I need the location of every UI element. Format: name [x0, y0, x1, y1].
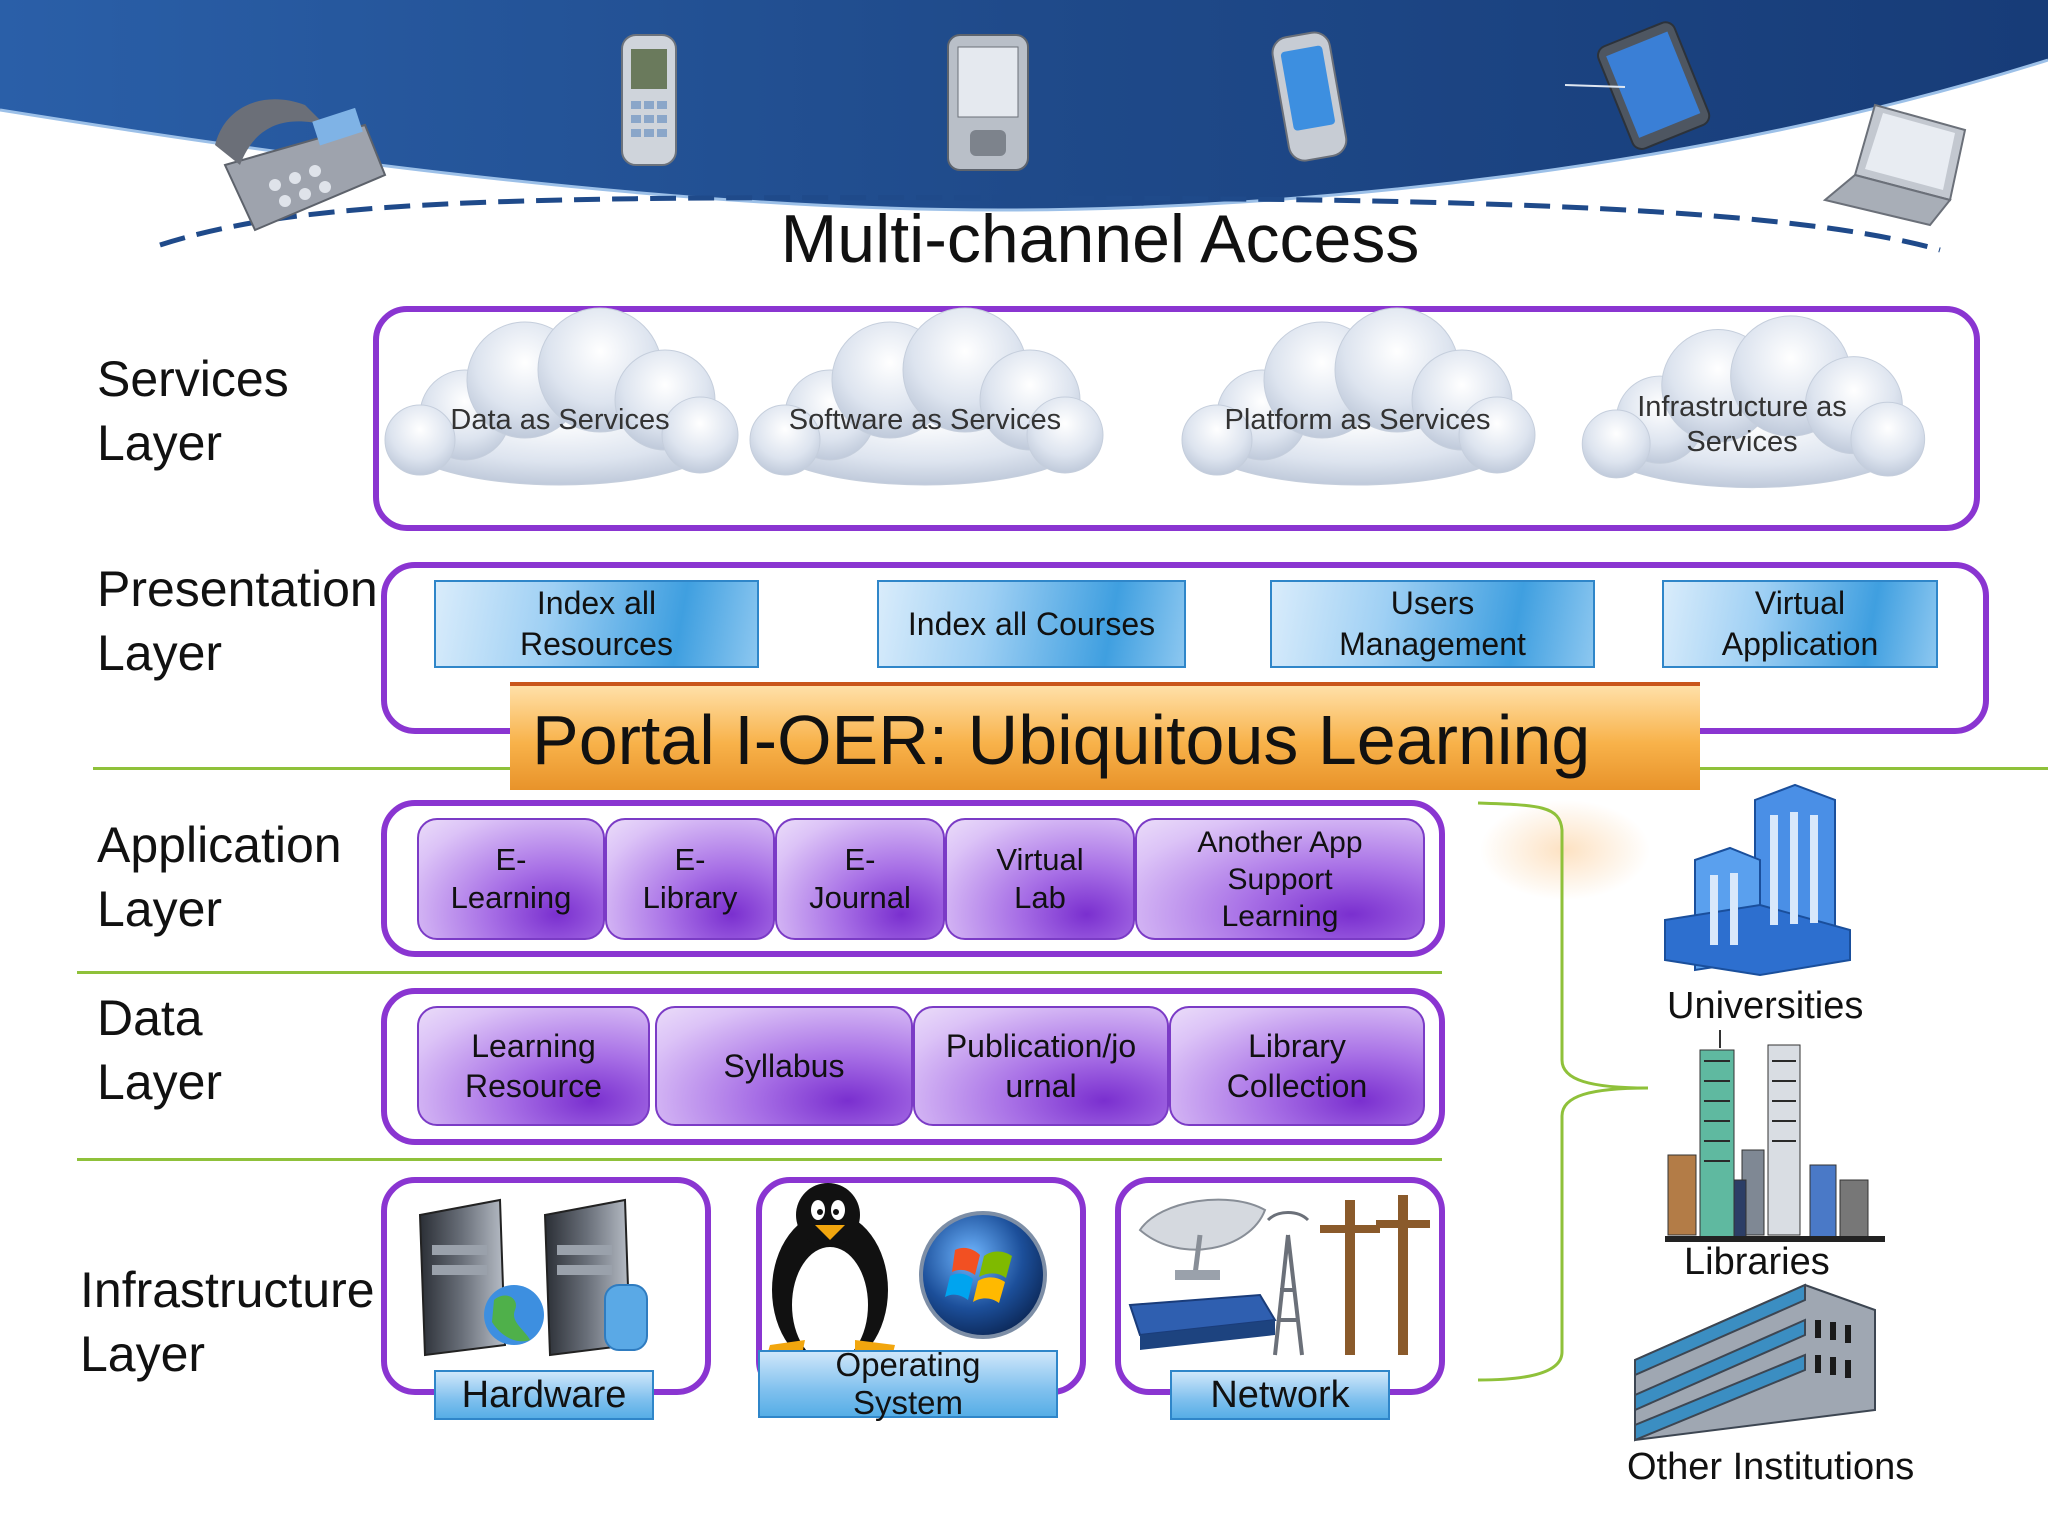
another-app-box: Another App Support Learning — [1135, 818, 1425, 940]
network-label: Network — [1170, 1370, 1390, 1420]
presentation-layer-label: Presentation Layer — [97, 561, 378, 681]
mobile-phone-icon — [621, 34, 677, 166]
service-infrastructure: Infrastructure as Services — [1637, 391, 1847, 458]
virtual-application-box: Virtual Application — [1662, 580, 1938, 668]
data-layer-label: Data Layer — [97, 990, 223, 1110]
virtual-lab-box: Virtual Lab — [945, 818, 1135, 940]
data-layer-frame — [381, 988, 1445, 1145]
laptop-icon — [1822, 103, 1967, 227]
other-institutions-label: Other Institutions — [1627, 1446, 1915, 1488]
index-all-courses-box: Index all Courses — [877, 580, 1186, 668]
application-layer-frame — [381, 800, 1445, 957]
separator-line — [77, 971, 1442, 974]
desk-phone-icon — [215, 99, 387, 232]
library-collection-box: Library Collection — [1169, 1006, 1425, 1126]
hardware-label: Hardware — [434, 1370, 654, 1420]
publication-journal-box: Publication/jo urnal — [913, 1006, 1169, 1126]
diagram-title: Multi-channel Access — [780, 201, 1420, 277]
e-learning-box: E- Learning — [417, 818, 605, 940]
tablet-icon — [1564, 21, 1711, 150]
users-management-box: Users Management — [1270, 580, 1595, 668]
smartphone-icon — [1271, 31, 1348, 162]
service-data: Data as Services — [450, 404, 670, 436]
service-platform: Platform as Services — [1224, 404, 1491, 436]
index-all-resources-box: Index all Resources — [434, 580, 759, 668]
pda-icon — [947, 34, 1029, 171]
application-layer-label: Application Layer — [97, 817, 342, 937]
services-layer-frame — [373, 306, 1980, 531]
services-layer-label: Services Layer — [97, 351, 289, 471]
libraries-label: Libraries — [1684, 1241, 1830, 1283]
universities-label: Universities — [1667, 985, 1864, 1027]
portal-reflection — [1480, 800, 1650, 900]
syllabus-box: Syllabus — [655, 1006, 913, 1126]
portal-banner: Portal I-OER: Ubiquitous Learning — [510, 682, 1700, 790]
service-software: Software as Services — [788, 404, 1062, 436]
infrastructure-layer-label: Infrastructure Layer — [80, 1262, 375, 1382]
operating-system-label: Operating System — [758, 1346, 1058, 1421]
e-journal-box: E- Journal — [775, 818, 945, 940]
separator-line — [77, 1158, 1442, 1161]
e-library-box: E- Library — [605, 818, 775, 940]
learning-resource-box: Learning Resource — [417, 1006, 650, 1126]
